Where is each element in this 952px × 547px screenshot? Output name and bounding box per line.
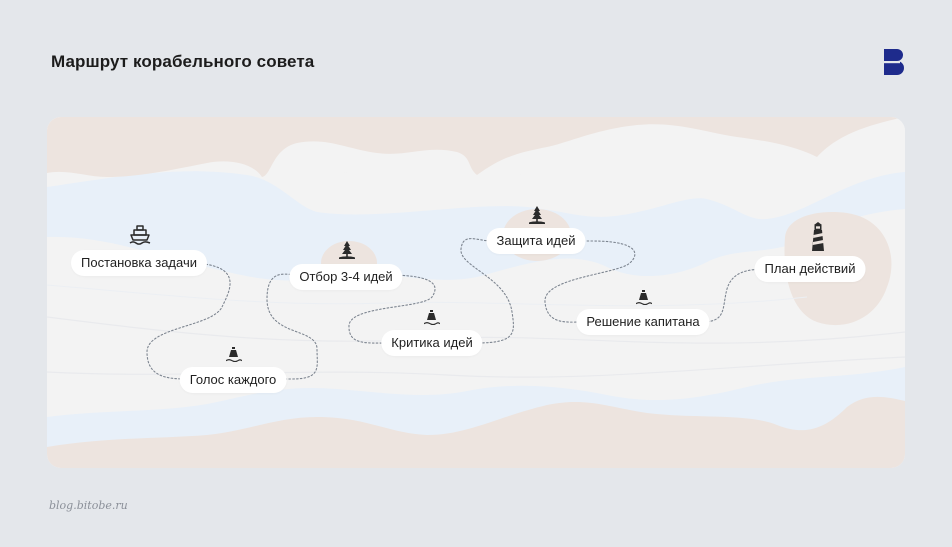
route-map: Постановка задачи Голос каждого Отбор 3-… bbox=[47, 117, 905, 468]
ship-icon bbox=[129, 225, 151, 245]
stop-label-problem-statement: Постановка задачи bbox=[71, 250, 207, 276]
stop-label-captain-decision: Решение капитана bbox=[576, 309, 710, 335]
map-background bbox=[47, 117, 905, 468]
route-path bbox=[146, 238, 768, 380]
stop-label-action-plan: План действий bbox=[754, 256, 866, 282]
brand-logo bbox=[884, 49, 904, 75]
page-title: Маршрут корабельного совета bbox=[51, 52, 315, 71]
stop-label-idea-critique: Критика идей bbox=[381, 330, 483, 356]
tree-island-icon bbox=[529, 206, 545, 224]
stop-label-everyones-voice: Голос каждого bbox=[179, 367, 287, 393]
lighthouse-icon bbox=[812, 222, 824, 251]
stop-label-idea-defense: Защита идей bbox=[486, 228, 586, 254]
tree-island-icon bbox=[339, 241, 355, 259]
buoy-icon bbox=[226, 347, 242, 362]
buoy-icon bbox=[424, 310, 440, 325]
stop-label-idea-selection: Отбор 3-4 идей bbox=[289, 264, 403, 290]
footer-source: blog.bitobe.ru bbox=[49, 499, 128, 512]
buoy-icon bbox=[636, 290, 652, 305]
